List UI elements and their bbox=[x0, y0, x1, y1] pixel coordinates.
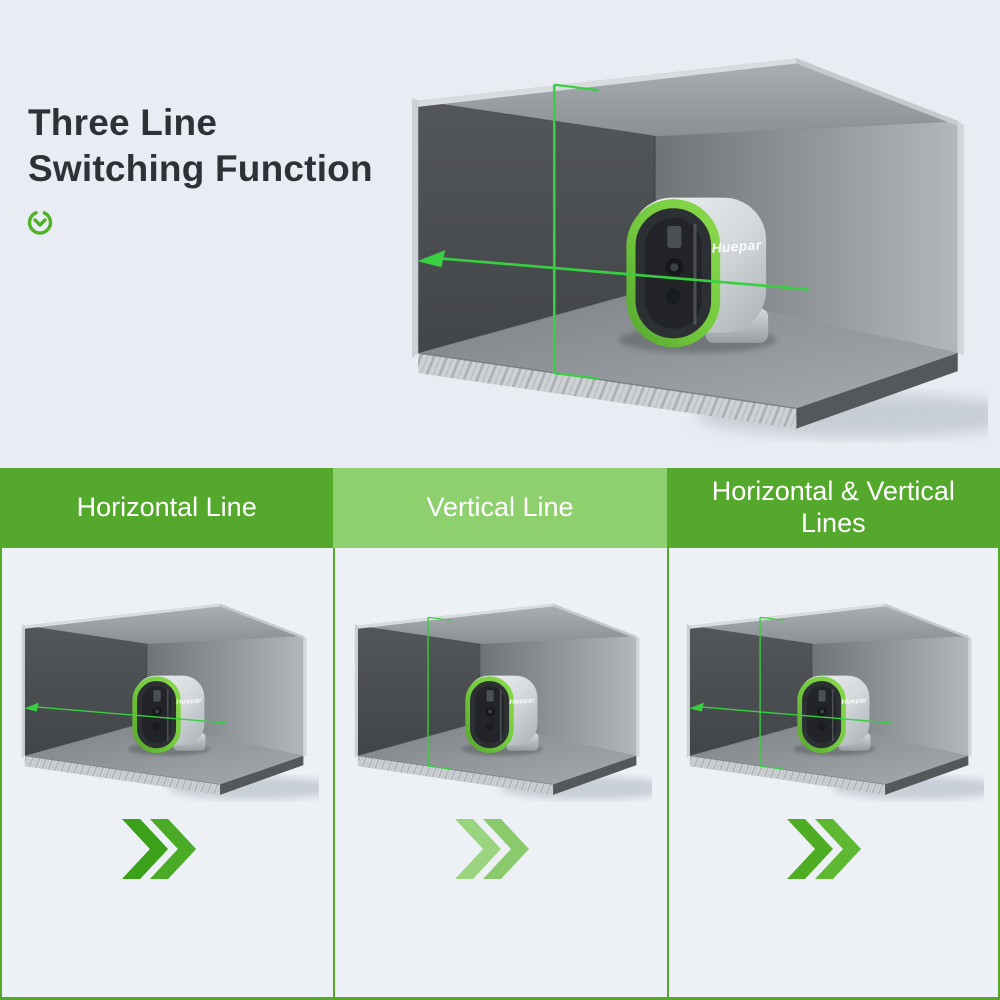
title-line-1: Three Line bbox=[28, 102, 218, 143]
panel-vertical-line: Vertical Line bbox=[333, 468, 667, 1000]
circle-chevron-down-icon bbox=[27, 210, 53, 235]
room-illustration-vertical bbox=[350, 594, 652, 803]
hero-section: Three Line Switching Function bbox=[0, 0, 1000, 468]
panel-horizontal-line: Horizontal Line bbox=[0, 468, 334, 1000]
panel-body-vertical bbox=[333, 548, 667, 1000]
panel-body-both bbox=[666, 548, 1000, 1000]
panel-header-vertical: Vertical Line bbox=[333, 468, 667, 548]
page-title: Three Line Switching Function bbox=[28, 100, 373, 192]
panel-body-horizontal bbox=[0, 548, 334, 1000]
room-illustration-both bbox=[682, 594, 984, 803]
double-chevron-right-icon bbox=[787, 819, 862, 879]
room-illustration-main bbox=[403, 40, 988, 444]
mode-panels: Horizontal Line Vertical Line bbox=[0, 468, 1000, 1000]
double-chevron-right-icon bbox=[121, 819, 196, 879]
room-illustration-horizontal bbox=[17, 594, 319, 803]
title-line-2: Switching Function bbox=[28, 148, 373, 189]
panel-horizontal-vertical-lines: Horizontal & Vertical Lines bbox=[666, 468, 1000, 1000]
panel-header-horizontal: Horizontal Line bbox=[0, 468, 334, 548]
double-chevron-right-icon bbox=[454, 819, 529, 879]
panel-header-both: Horizontal & Vertical Lines bbox=[666, 468, 1000, 548]
